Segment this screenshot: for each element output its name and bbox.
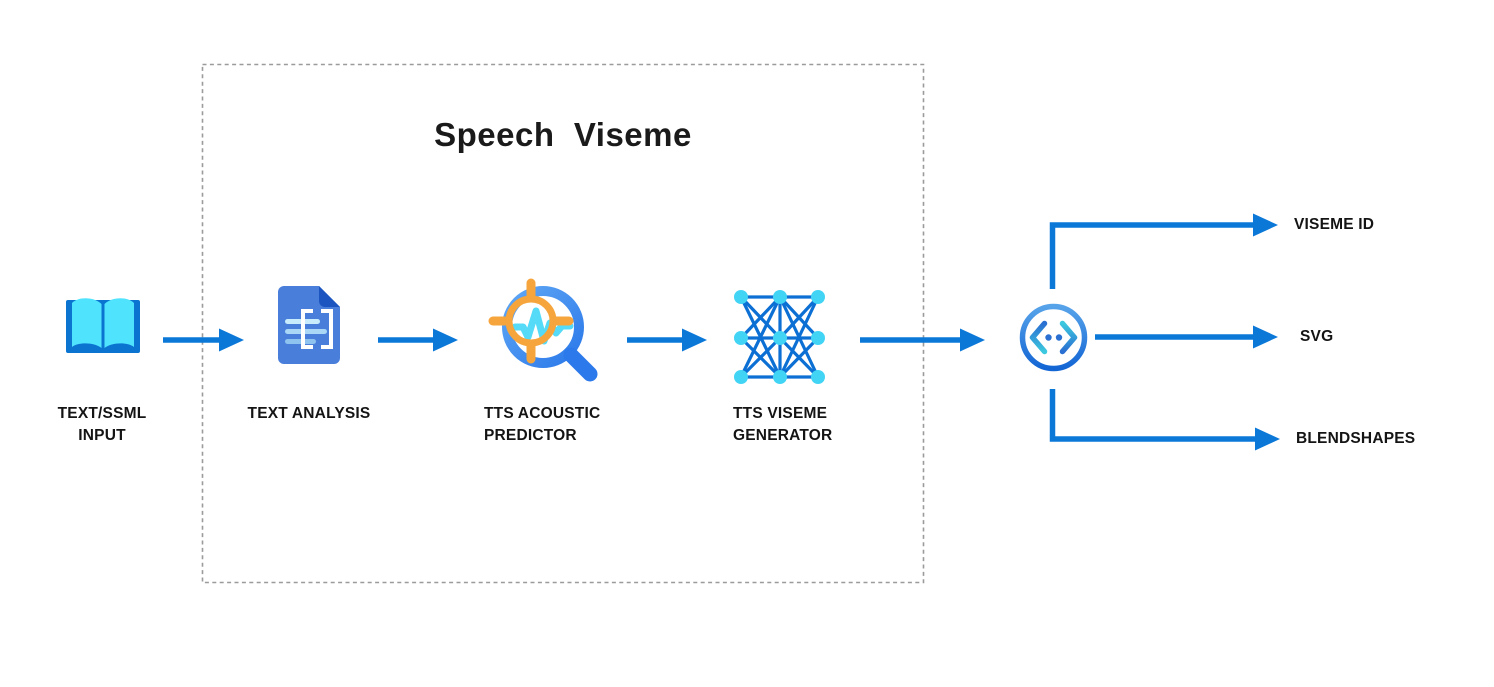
label-line: GENERATOR	[733, 427, 833, 444]
label-line: TEXT ANALYSIS	[247, 405, 371, 422]
arrow-output-to-viseme-id	[1049, 213, 1278, 289]
label-line: INPUT	[78, 427, 126, 444]
label-tts-viseme-generator: TTS VISEME GENERATOR	[733, 403, 832, 447]
label-text-ssml-input: TEXT/SSML INPUT	[29, 403, 175, 447]
arrow-output-to-svg	[1095, 325, 1278, 349]
label-line: TTS VISEME	[733, 405, 828, 422]
code-circle-icon	[1019, 303, 1088, 372]
arrow-analysis-to-predictor	[378, 328, 458, 352]
label-line: PREDICTOR	[484, 427, 577, 444]
label-tts-acoustic-predictor: TTS ACOUSTIC PREDICTOR	[484, 403, 600, 447]
label-svg: SVG	[1300, 328, 1334, 345]
label-line: TEXT/SSML	[57, 405, 147, 422]
arrow-generator-to-output	[860, 328, 985, 352]
label-blendshapes: BLENDSHAPES	[1296, 430, 1416, 447]
document-scan-icon	[278, 286, 340, 364]
label-text-analysis: TEXT ANALYSIS	[234, 403, 384, 425]
neural-network-icon	[734, 290, 825, 384]
arrow-predictor-to-generator	[627, 328, 707, 352]
arrow-output-to-blendshapes	[1049, 389, 1280, 451]
diagram-title: Speech Viseme	[434, 116, 692, 153]
arrow-input-to-analysis	[163, 328, 244, 352]
magnifier-waveform-icon	[488, 278, 598, 382]
label-viseme-id: VISEME ID	[1294, 216, 1375, 233]
open-book-icon	[66, 298, 140, 353]
label-line: TTS ACOUSTIC	[484, 405, 601, 422]
